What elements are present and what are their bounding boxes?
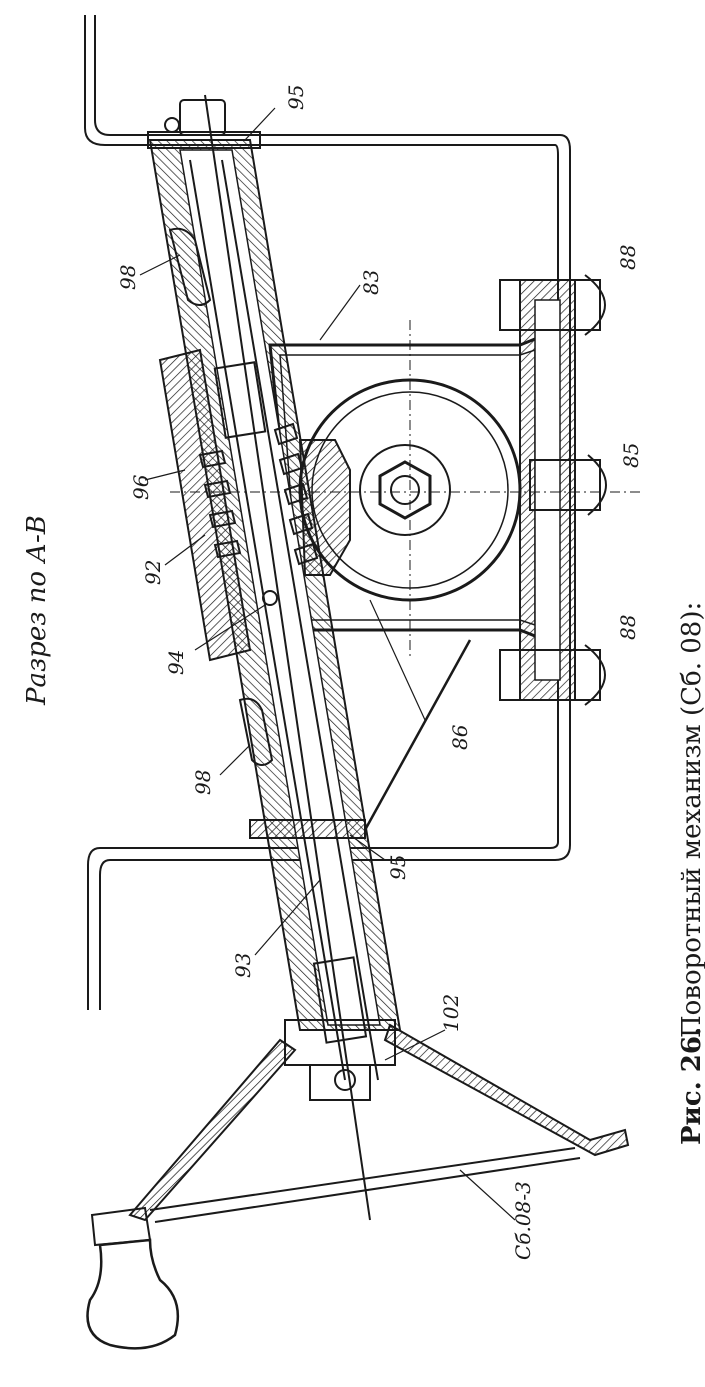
callout-83: 83 <box>359 270 383 295</box>
worm-gear-86 <box>170 320 640 660</box>
cover-96 <box>158 348 252 662</box>
callout-86: 86 <box>448 724 472 750</box>
callout-98-top: 98 <box>116 265 140 290</box>
callout-95-bottom: 95 <box>386 855 410 880</box>
shaft-tube <box>148 139 402 1031</box>
figure-caption-text: Поворотный механизм (Сб. 08): <box>677 602 705 1038</box>
callout-assembly: Сб.08-3 <box>511 1181 535 1260</box>
callout-96: 96 <box>129 474 153 500</box>
shaft-93 <box>189 94 379 1221</box>
callout-92: 92 <box>141 560 165 585</box>
callout-93: 93 <box>231 953 255 978</box>
callout-102: 102 <box>439 994 463 1032</box>
section-title: Разрез по А-В <box>22 515 52 706</box>
callout-85: 85 <box>619 443 643 468</box>
top-nut <box>147 99 261 149</box>
worm-teeth <box>273 422 319 566</box>
handle-bracket <box>86 1023 630 1350</box>
bolts <box>499 274 608 706</box>
leader-lines <box>139 107 516 1221</box>
callout-94: 94 <box>164 650 188 675</box>
callout-88-bottom: 88 <box>616 615 640 640</box>
support-strut <box>363 639 472 831</box>
callout-98-bottom: 98 <box>191 770 215 795</box>
fasteners <box>168 227 278 766</box>
callout-88-top: 88 <box>616 245 640 270</box>
callout-95-top: 95 <box>284 85 308 110</box>
figure-caption-number: Рис. 26. <box>677 1027 705 1145</box>
